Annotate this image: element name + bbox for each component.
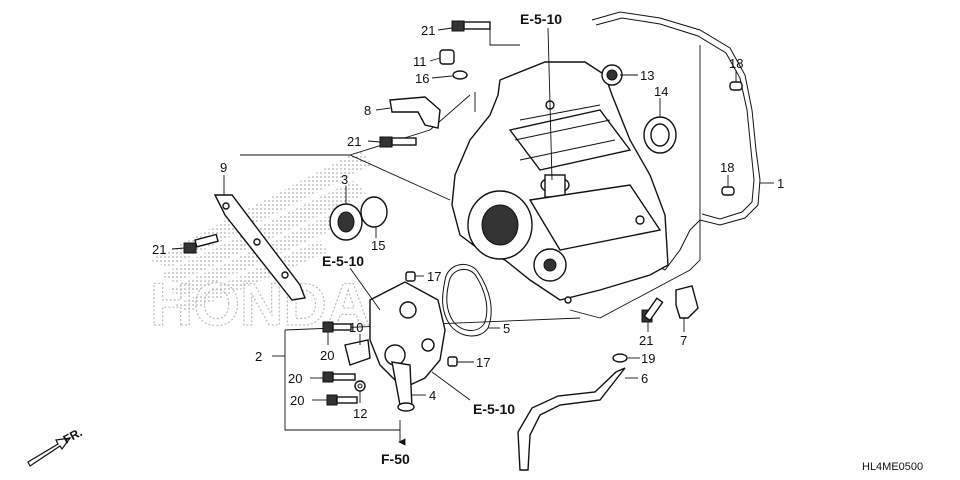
bolt-21-top <box>451 20 491 32</box>
label-21-mid: 21 <box>347 134 361 149</box>
label-19: 19 <box>641 351 655 366</box>
label-12: 12 <box>353 406 367 421</box>
label-17-bottom: 17 <box>476 355 490 370</box>
leader-lines <box>171 27 774 403</box>
label-10: 10 <box>349 320 363 335</box>
bracket-10 <box>344 339 371 366</box>
ref-f-50[interactable]: F-50 <box>381 451 410 467</box>
label-6: 6 <box>641 371 648 386</box>
ref-e-5-10-left[interactable]: E-5-10 <box>322 253 364 269</box>
label-2: 2 <box>255 349 262 364</box>
bolt-20-a <box>322 321 352 333</box>
seal-14 <box>643 116 677 154</box>
pump-housing <box>369 281 446 412</box>
label-14: 14 <box>654 84 668 99</box>
bolt-21-left <box>183 233 219 254</box>
hose-6 <box>517 367 626 471</box>
bolt-20-c <box>326 394 358 406</box>
label-9: 9 <box>220 160 227 175</box>
ref-e-5-10-bottom[interactable]: E-5-10 <box>473 401 515 417</box>
bolt-21-right <box>641 297 664 323</box>
front-arrow-icon <box>27 437 72 467</box>
label-15: 15 <box>371 238 385 253</box>
label-20-a: 20 <box>320 348 334 363</box>
label-21-top: 21 <box>421 23 435 38</box>
bracket-7 <box>675 285 699 319</box>
cover-gasket <box>591 11 761 271</box>
diagram-code: HL4ME0500 <box>862 461 923 473</box>
seal-13 <box>601 64 623 86</box>
plug-11 <box>439 49 455 65</box>
dowel-17-bottom <box>447 356 458 367</box>
label-11: 11 <box>413 54 427 69</box>
washer-12 <box>354 380 366 392</box>
label-21-left: 21 <box>152 242 166 257</box>
label-3: 3 <box>341 172 348 187</box>
label-4: 4 <box>429 388 436 403</box>
bracket-8 <box>389 96 441 129</box>
label-16: 16 <box>415 71 429 86</box>
label-20-b: 20 <box>288 371 302 386</box>
label-5: 5 <box>503 321 510 336</box>
bolt-21-mid <box>379 136 417 148</box>
label-21-right: 21 <box>639 333 653 348</box>
oring-16 <box>452 70 468 80</box>
bolt-20-b <box>322 371 356 383</box>
label-8: 8 <box>364 103 371 118</box>
case-cover <box>451 61 669 304</box>
label-7: 7 <box>680 333 687 348</box>
label-18-top: 18 <box>729 56 743 71</box>
dowel-17-top <box>405 271 416 282</box>
label-20-c: 20 <box>290 393 304 408</box>
gasket-5 <box>442 264 492 337</box>
ref-e-5-10-top[interactable]: E-5-10 <box>520 11 562 27</box>
label-13: 13 <box>640 68 654 83</box>
dowel-pin-18-bottom <box>721 186 735 196</box>
label-17-top: 17 <box>427 269 441 284</box>
dowel-pin-18-top <box>729 81 743 91</box>
label-1: 1 <box>777 176 784 191</box>
oring-15 <box>360 196 388 228</box>
label-18-bottom: 18 <box>720 160 734 175</box>
clamp-19 <box>612 353 628 363</box>
cap-3 <box>329 203 363 241</box>
